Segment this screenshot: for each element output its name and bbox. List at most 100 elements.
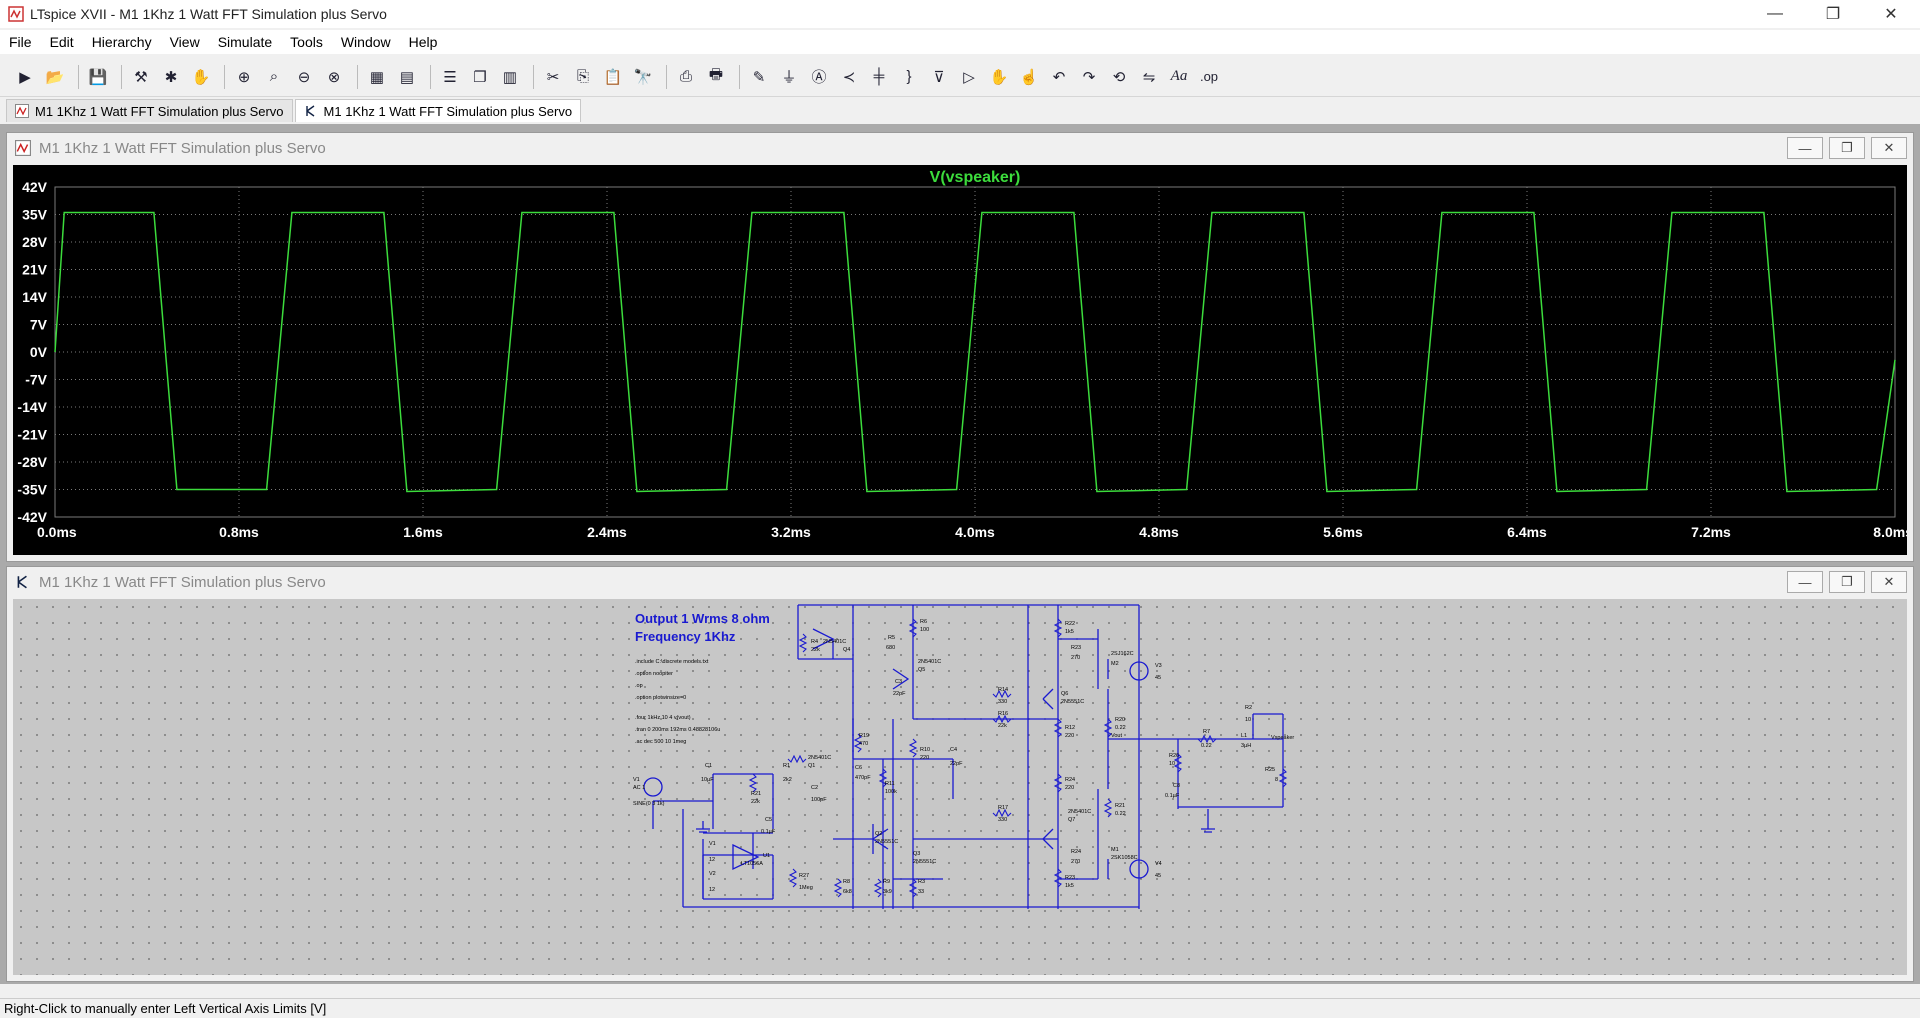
menu-hierarchy[interactable]: Hierarchy <box>91 34 152 50</box>
redo-icon[interactable]: ↷ <box>1082 68 1096 86</box>
zoom-cancel-icon[interactable]: ⊗ <box>327 68 341 86</box>
waveform-chart[interactable]: V(vspeaker) 42V 35V 28V 21V 14V 7V 0V -7V -14V -2… <box>13 165 1913 555</box>
close-button[interactable]: ✕ <box>1884 6 1898 23</box>
mirror-icon[interactable]: ⇋ <box>1142 68 1156 86</box>
tile-horizontal-icon[interactable]: ☰ <box>443 68 457 86</box>
draw-wire-icon[interactable]: ✎ <box>752 68 766 86</box>
y-tick-label[interactable]: 42V <box>22 179 48 195</box>
x-tick-label[interactable]: 3.2ms <box>771 524 811 540</box>
component-label: C1 <box>705 763 712 769</box>
y-tick-label[interactable]: 28V <box>22 234 48 250</box>
resistor-icon[interactable]: ≺ <box>842 68 856 86</box>
halt-icon[interactable]: ✱ <box>164 68 178 86</box>
plot-settings-icon[interactable]: ▤ <box>399 68 415 86</box>
spice-directive[interactable]: .option plotwinsize=0 <box>635 695 686 701</box>
tab-schematic[interactable]: M1 1Khz 1 Watt FFT Simulation plus Servo <box>294 99 582 122</box>
find-icon[interactable]: 🔭 <box>633 68 653 86</box>
x-tick-label[interactable]: 1.6ms <box>403 524 443 540</box>
open-icon[interactable]: 📂 <box>45 68 65 86</box>
spice-directive[interactable]: .four 1kHz 10 4 v(vout) <box>635 715 691 721</box>
menu-simulate[interactable]: Simulate <box>217 34 273 50</box>
schematic-maximize-button[interactable]: ❐ <box>1829 571 1865 593</box>
chart-title[interactable]: V(vspeaker) <box>930 169 1021 186</box>
x-tick-label[interactable]: 0.8ms <box>219 524 259 540</box>
trace-vspeaker[interactable] <box>54 211 1896 493</box>
label-net-icon[interactable]: Ⓐ <box>811 69 827 86</box>
spice-directive[interactable]: .op <box>635 683 643 689</box>
spice-directive[interactable]: .ac dec 500 10 1meg <box>635 739 686 745</box>
menu-file[interactable]: File <box>9 34 32 50</box>
schematic-heading-line1[interactable]: Output 1 Wrms 8 ohm <box>635 611 770 626</box>
copy-icon[interactable]: ⎘ <box>576 68 589 85</box>
cascade-icon[interactable]: ❐ <box>473 68 487 86</box>
y-tick-label[interactable]: 7V <box>30 317 48 333</box>
restore-button[interactable]: ❐ <box>1825 6 1841 23</box>
paste-icon[interactable]: 📋 <box>603 68 623 86</box>
y-tick-label[interactable]: -14V <box>17 399 47 415</box>
capacitor-icon[interactable]: ╪ <box>873 68 885 85</box>
undo-icon[interactable]: ↶ <box>1052 68 1066 86</box>
save-icon[interactable]: 💾 <box>88 68 108 86</box>
x-tick-label[interactable]: 8.0ms <box>1873 524 1913 540</box>
x-tick-label[interactable]: 5.6ms <box>1323 524 1363 540</box>
x-tick-label[interactable]: 7.2ms <box>1691 524 1731 540</box>
y-tick-label[interactable]: -7V <box>25 372 47 388</box>
component-label: SINE(0 3 1k) <box>633 801 665 807</box>
spice-directive[interactable]: .tran 0 200ms 192ms 0.48828106u <box>635 727 720 733</box>
tab-waveform-label: M1 1Khz 1 Watt FFT Simulation plus Servo <box>35 103 284 119</box>
y-tick-label[interactable]: -21V <box>17 427 47 443</box>
waveform-plot-area[interactable]: V(vspeaker) 42V 35V 28V 21V 14V 7V 0V -7V -14V -2… <box>13 165 1913 555</box>
pan-icon[interactable]: ✋ <box>191 68 211 86</box>
zoom-area-icon[interactable]: ⌕ <box>269 68 279 85</box>
y-tick-label[interactable]: 35V <box>22 207 48 223</box>
y-tick-label[interactable]: 14V <box>22 289 48 305</box>
y-tick-label[interactable]: -42V <box>17 509 47 525</box>
menu-edit[interactable]: Edit <box>49 34 74 50</box>
zoom-out-icon[interactable]: ⊖ <box>297 68 311 86</box>
schematic-canvas[interactable]: Output 1 Wrms 8 ohm Frequency 1Khz .incl… <box>13 599 1907 975</box>
x-tick-label[interactable]: 4.0ms <box>955 524 995 540</box>
waveform-close-button[interactable]: ✕ <box>1871 137 1907 159</box>
schematic-close-button[interactable]: ✕ <box>1871 571 1907 593</box>
zoom-in-icon[interactable]: ⊕ <box>237 68 251 86</box>
inductor-icon[interactable]: } <box>906 68 912 85</box>
x-tick-label[interactable]: 4.8ms <box>1139 524 1179 540</box>
component-label: 3k9 <box>883 889 892 895</box>
x-tick-label[interactable]: 2.4ms <box>587 524 627 540</box>
schematic-drawing[interactable]: Output 1 Wrms 8 ohm Frequency 1Khz .incl… <box>13 599 1907 975</box>
run-icon[interactable]: ▶ <box>19 68 31 86</box>
component-icon[interactable]: ▷ <box>963 68 975 86</box>
waveform-maximize-button[interactable]: ❐ <box>1829 137 1865 159</box>
spice-directive[interactable]: .include C:\discrete models.txt <box>635 659 709 665</box>
move-icon[interactable]: ✋ <box>989 68 1009 86</box>
y-tick-label[interactable]: -35V <box>17 482 47 498</box>
y-tick-label[interactable]: -28V <box>17 454 47 470</box>
y-tick-label[interactable]: 21V <box>22 262 48 278</box>
menu-view[interactable]: View <box>169 34 200 50</box>
tab-waveform[interactable]: M1 1Khz 1 Watt FFT Simulation plus Servo <box>6 99 293 122</box>
waveform-minimize-button[interactable]: — <box>1787 137 1823 159</box>
schematic-minimize-button[interactable]: — <box>1787 571 1823 593</box>
menu-window[interactable]: Window <box>340 34 391 50</box>
ground-icon[interactable]: ⏚ <box>781 69 797 86</box>
autorange-icon[interactable]: ▦ <box>369 68 385 86</box>
control-panel-icon[interactable]: ⚒ <box>134 68 148 86</box>
tile-vertical-icon[interactable]: ▥ <box>502 68 518 86</box>
y-tick-label[interactable]: 0V <box>30 344 48 360</box>
x-tick-label[interactable]: 0.0ms <box>37 524 77 540</box>
print-icon[interactable]: ⎙ <box>679 68 692 85</box>
diode-icon[interactable]: ⊽ <box>933 68 945 86</box>
minimize-button[interactable]: — <box>1767 5 1783 22</box>
component-label: R21 <box>1115 803 1125 809</box>
spice-directive-icon[interactable]: .op <box>1199 69 1219 84</box>
drag-icon[interactable]: ☝ <box>1019 68 1039 86</box>
schematic-heading-line2[interactable]: Frequency 1Khz <box>635 629 736 644</box>
text-icon[interactable]: Aa <box>1170 68 1188 84</box>
menu-help[interactable]: Help <box>408 34 438 50</box>
x-tick-label[interactable]: 6.4ms <box>1507 524 1547 540</box>
cut-icon[interactable]: ✂ <box>546 68 560 86</box>
print-preview-icon[interactable]: 🖶 <box>708 66 724 83</box>
rotate-icon[interactable]: ⟲ <box>1112 68 1126 86</box>
spice-directive[interactable]: .option noopiter <box>635 671 673 677</box>
menu-tools[interactable]: Tools <box>290 34 323 50</box>
